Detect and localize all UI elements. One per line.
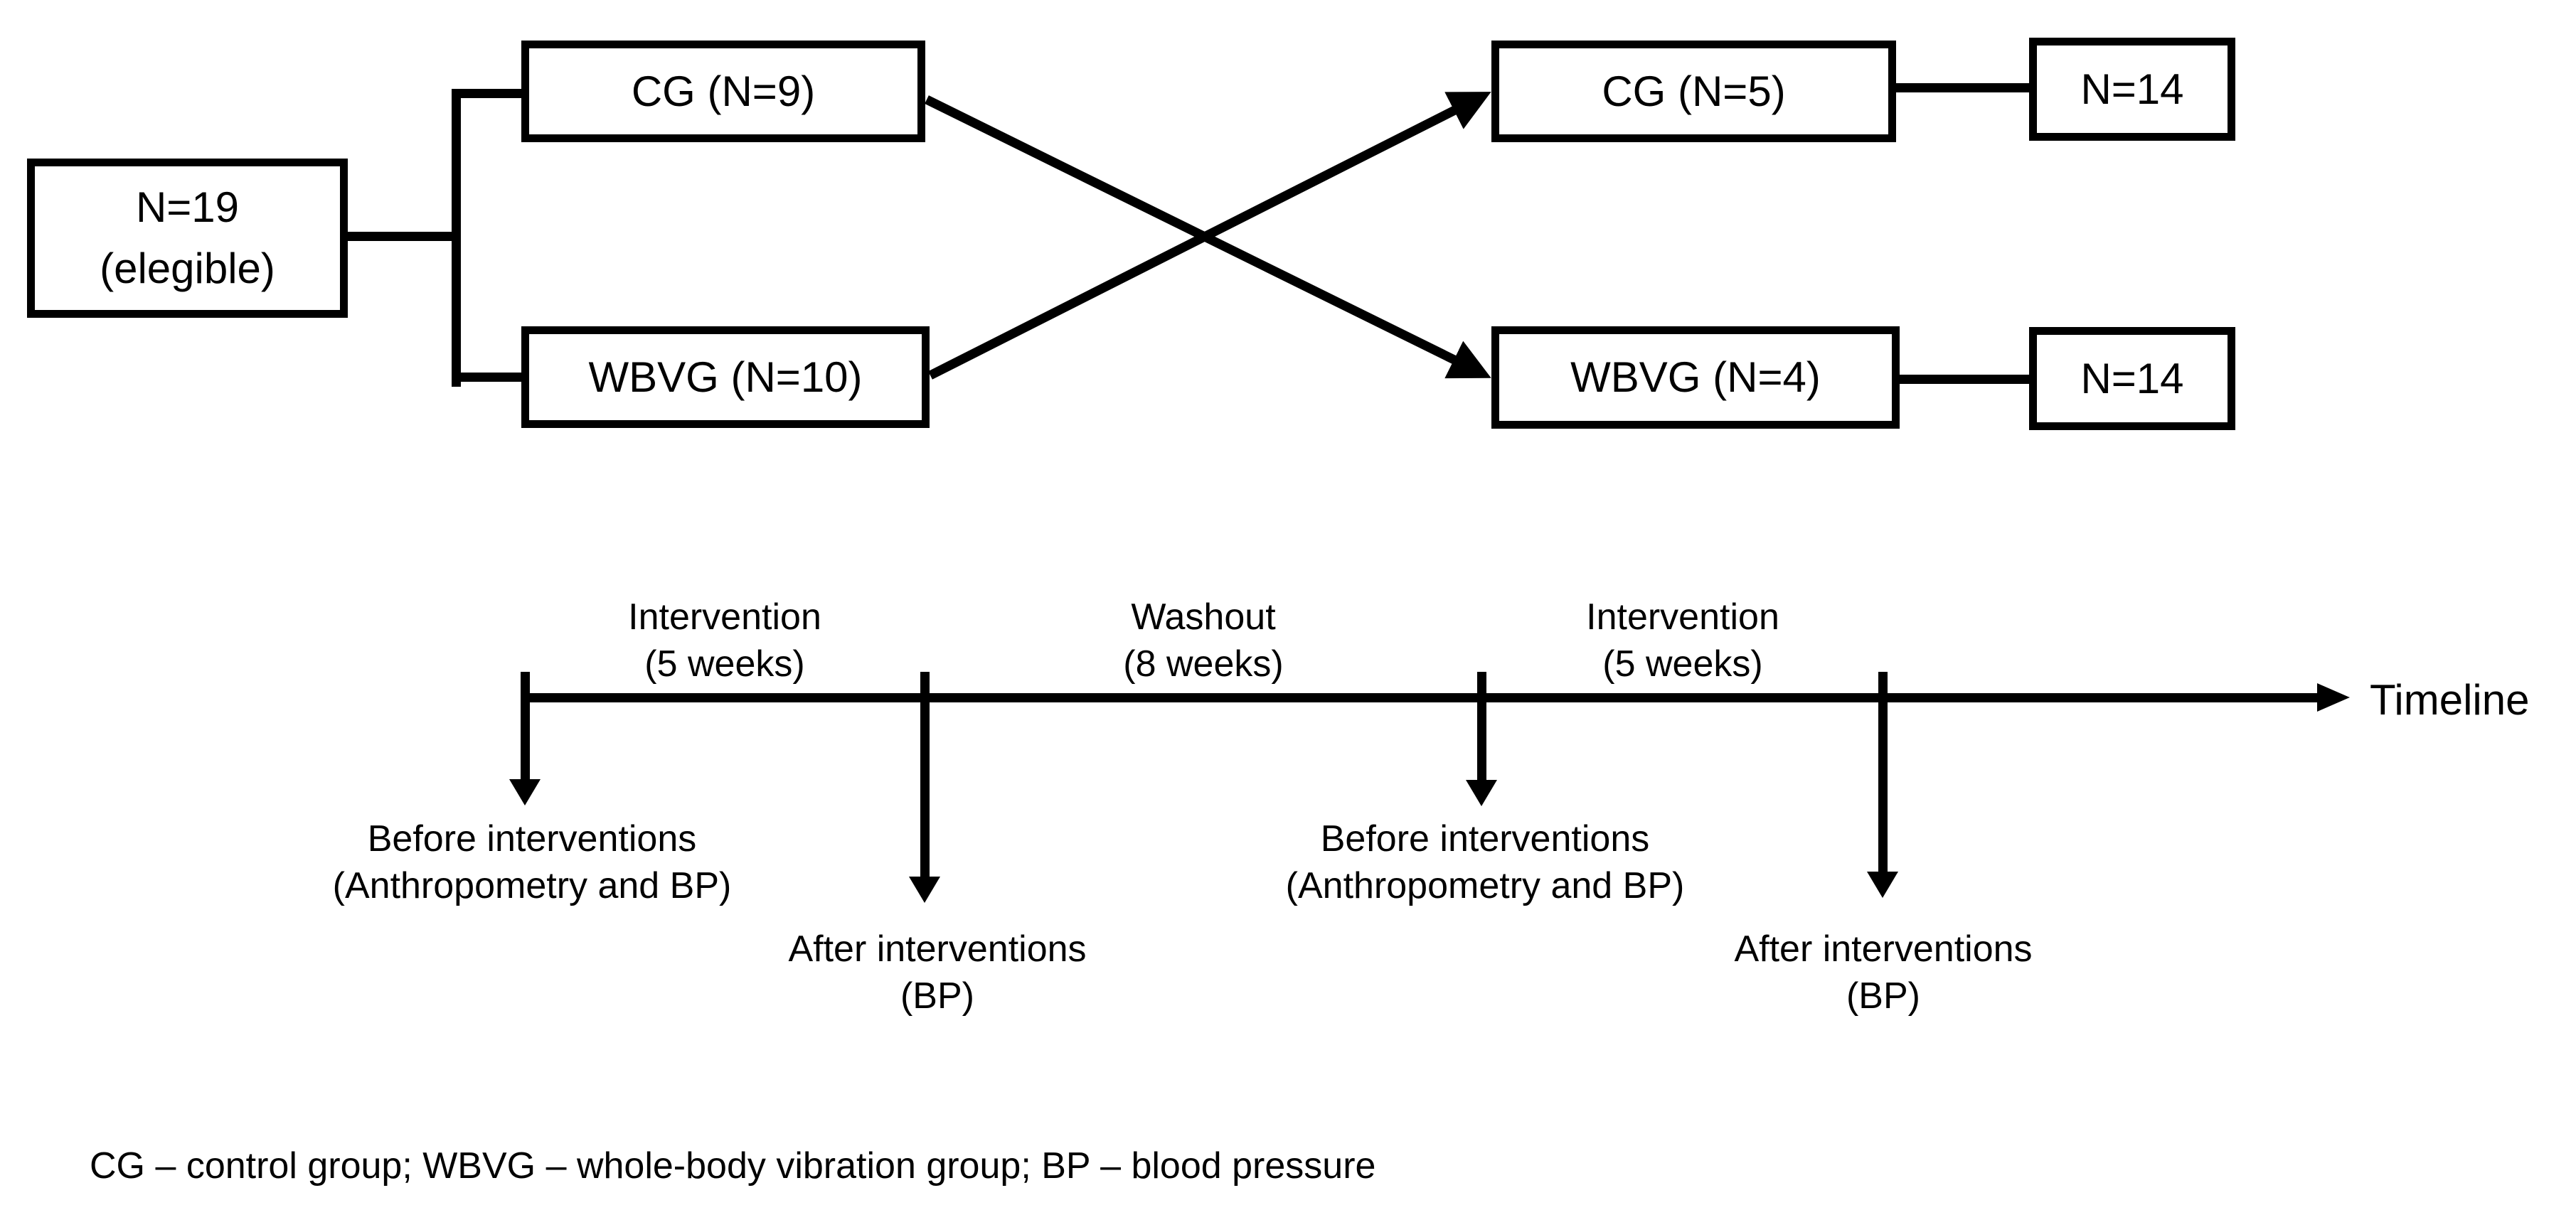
crossover-arrow-cg-to-wbvg: [925, 95, 1491, 379]
down-arrowhead-icon-2: [909, 877, 940, 903]
phase-3-line2: (5 weeks): [1602, 643, 1763, 685]
phase-2-line2: (8 weeks): [1123, 643, 1284, 685]
phase-label-intervention-2: Intervention (5 weeks): [1586, 594, 1779, 687]
down-arrowhead-icon-1: [509, 779, 541, 805]
timeline-arrowhead-icon: [2317, 683, 2350, 712]
wbvg-first-period-box: WBVG (N=10): [521, 326, 930, 428]
eligible-box: N=19 (elegible): [27, 159, 348, 318]
phase-label-intervention-1: Intervention (5 weeks): [628, 594, 821, 687]
abbreviations-legend: CG – control group; WBVG – whole-body vi…: [90, 1145, 1376, 1187]
measurement-2-line2: (BP): [900, 975, 974, 1017]
timeline-axis-label: Timeline: [2370, 676, 2530, 724]
eligible-box-line2: (elegible): [100, 245, 275, 292]
branch-vertical-line: [452, 89, 461, 387]
wbvg-second-period-box: WBVG (N=4): [1491, 326, 1900, 429]
measurement-4-line1: After interventions: [1734, 928, 2033, 970]
eligible-box-line1: N=19: [135, 183, 240, 231]
total-bottom-box: N=14: [2029, 327, 2235, 430]
cg-first-period-label: CG (N=9): [631, 67, 816, 115]
branch-to-cg-stub-line: [452, 89, 521, 98]
timeline-tick-3: [1477, 672, 1486, 780]
cg-first-period-box: CG (N=9): [521, 41, 925, 142]
phase-2-line1: Washout: [1131, 596, 1276, 638]
timeline-axis-line: [521, 693, 2319, 702]
timeline-tick-2: [920, 672, 930, 877]
phase-1-line2: (5 weeks): [644, 643, 805, 685]
cg-to-total-connector-line: [1896, 83, 2029, 92]
measurement-label-before-2: Before interventions (Anthropometry and …: [1286, 815, 1685, 909]
cg-second-period-box: CG (N=5): [1491, 41, 1896, 142]
total-bottom-label: N=14: [2080, 354, 2184, 402]
phase-1-line1: Intervention: [628, 596, 821, 638]
wbvg-second-period-label: WBVG (N=4): [1570, 353, 1821, 401]
crossover-arrow-wbvg-to-cg: [928, 92, 1491, 380]
measurement-label-after-1: After interventions (BP): [788, 926, 1086, 1019]
branch-to-wbvg-stub-line: [452, 373, 521, 382]
measurement-3-line2: (Anthropometry and BP): [1285, 865, 1685, 906]
eligible-branch-connector-line: [348, 232, 461, 241]
down-arrowhead-icon-4: [1867, 872, 1898, 898]
wbvg-first-period-label: WBVG (N=10): [588, 353, 863, 401]
measurement-label-before-1: Before interventions (Anthropometry and …: [333, 815, 732, 909]
measurement-label-after-2: After interventions (BP): [1734, 926, 2032, 1019]
total-top-label: N=14: [2080, 65, 2184, 113]
measurement-3-line1: Before interventions: [1320, 818, 1650, 860]
measurement-1-line1: Before interventions: [367, 818, 697, 860]
measurement-4-line2: (BP): [1846, 975, 1920, 1017]
total-top-box: N=14: [2029, 38, 2235, 141]
down-arrowhead-icon-3: [1466, 780, 1497, 806]
measurement-2-line1: After interventions: [788, 928, 1087, 970]
cg-second-period-label: CG (N=5): [1602, 67, 1786, 115]
timeline-tick-4: [1878, 672, 1888, 872]
wbvg-to-total-connector-line: [1900, 375, 2029, 384]
phase-label-washout: Washout (8 weeks): [1123, 594, 1283, 687]
phase-3-line1: Intervention: [1586, 596, 1779, 638]
timeline-tick-1: [521, 672, 530, 779]
measurement-1-line2: (Anthropometry and BP): [332, 865, 732, 906]
